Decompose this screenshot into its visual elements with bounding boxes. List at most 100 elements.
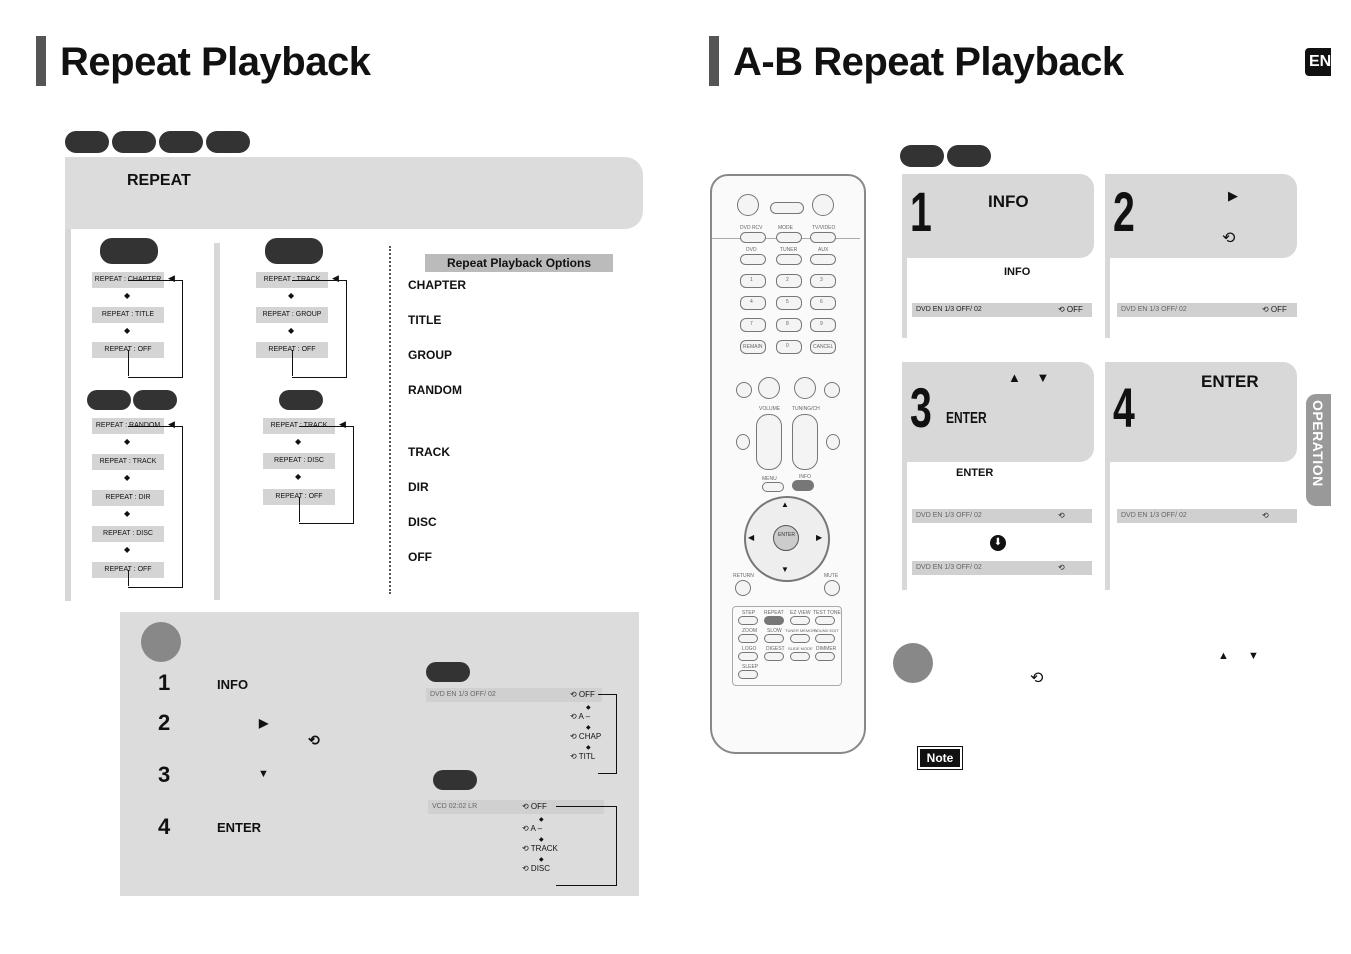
osd-bar: DVD EN 1/3 OFF/ 02: [912, 509, 1092, 523]
card-rail: [902, 258, 907, 338]
down-arrow-icon: ◆: [586, 705, 591, 711]
dimmer-button[interactable]: [815, 652, 835, 661]
steps-panel: [120, 612, 639, 896]
slow-button[interactable]: [764, 634, 784, 643]
repeat-button[interactable]: [764, 616, 784, 625]
skip-forward-button[interactable]: [824, 382, 840, 398]
digit-button[interactable]: 5: [776, 296, 802, 310]
mode-button[interactable]: [776, 232, 802, 243]
step-button[interactable]: [738, 616, 758, 625]
digest-button[interactable]: [764, 652, 784, 661]
power-button[interactable]: [737, 194, 759, 216]
tv-dvd-switch[interactable]: [770, 202, 804, 214]
dvd-receiver-button[interactable]: [740, 232, 766, 243]
step-number: 4: [158, 814, 171, 839]
volume-rocker[interactable]: [756, 414, 782, 470]
play-arrow-icon: ▶: [1228, 188, 1238, 203]
pl2-mode-button[interactable]: [736, 434, 750, 450]
chain-box: REPEAT : TITLE: [92, 307, 164, 323]
mute-button[interactable]: [824, 580, 840, 596]
remote-label: TV/VIDEO: [812, 225, 836, 231]
digit-button[interactable]: 2: [776, 274, 802, 288]
column-divider: [65, 229, 71, 601]
loop-arrow-icon: ◀: [332, 273, 339, 283]
digit-button[interactable]: 4: [740, 296, 766, 310]
sleep-button[interactable]: [738, 670, 758, 679]
osd-bar: DVD EN 1/3 OFF/ 02: [1117, 303, 1297, 317]
digit-button[interactable]: 1: [740, 274, 766, 288]
remote-label: TEST TONE: [813, 610, 841, 616]
info-button[interactable]: [792, 480, 814, 491]
digit-button[interactable]: 6: [810, 296, 836, 310]
zoom-button[interactable]: [738, 634, 758, 643]
digit-button[interactable]: 9: [810, 318, 836, 332]
up-down-arrows-icon: ▲ ▼: [1218, 650, 1267, 662]
test-tone-button[interactable]: [815, 616, 835, 625]
step-card: [1105, 174, 1297, 258]
disc-type-pill: [947, 145, 991, 167]
play-arrow-icon: ▶: [259, 716, 269, 730]
language-tab: ENG: [1305, 48, 1331, 76]
card-rail: [1105, 462, 1110, 590]
repeat-icon: ⟲: [1030, 670, 1044, 687]
left-arrow-icon[interactable]: ◀: [748, 533, 755, 542]
return-button[interactable]: [735, 580, 751, 596]
tuner-memory-button[interactable]: [790, 634, 810, 643]
remote-label: SLOW: [767, 628, 782, 634]
step-label: INFO: [217, 677, 249, 692]
play-pause-button[interactable]: [794, 377, 816, 399]
osd-repeat-state: ⟲ OFF: [570, 690, 595, 699]
chain-box: REPEAT : GROUP: [256, 307, 328, 323]
down-arrow-icon[interactable]: ▼: [781, 565, 789, 574]
up-arrow-icon[interactable]: ▲: [781, 500, 789, 509]
osd-repeat-state: ⟲ OFF: [522, 802, 547, 811]
down-arrow-icon: ◆: [124, 437, 131, 446]
repeat-instruction-panel: [65, 157, 643, 229]
aux-button[interactable]: [810, 254, 836, 265]
step-number: 1: [158, 670, 171, 695]
mp3-pill: [87, 390, 131, 410]
osd-repeat-state: ⟲ TITL: [570, 752, 596, 761]
option-label: DIR: [408, 480, 429, 494]
tv-video-button[interactable]: [810, 232, 836, 243]
open-close-button[interactable]: [812, 194, 834, 216]
digit-button[interactable]: 3: [810, 274, 836, 288]
remote-label: SOUND EDIT: [814, 628, 839, 633]
dvd-source-button[interactable]: [740, 254, 766, 265]
pl2-effect-button[interactable]: [826, 434, 840, 450]
enter-button[interactable]: [773, 525, 799, 551]
tuning-rocker[interactable]: [792, 414, 818, 470]
osd-repeat-state: ⟲ A –: [570, 712, 591, 721]
title-accent-bar: [709, 36, 719, 86]
digit-button[interactable]: 7: [740, 318, 766, 332]
ez-view-button[interactable]: [790, 616, 810, 625]
osd-repeat-state: ⟲ TRACK: [522, 844, 558, 853]
logo-button[interactable]: [738, 652, 758, 661]
stop-button[interactable]: [758, 377, 780, 399]
repeat-icon: ⟲: [308, 732, 320, 748]
chain-box: REPEAT : DISC: [263, 453, 335, 469]
osd-bar: DVD EN 1/3 OFF/ 02: [912, 561, 1092, 575]
remote-label: TUNER: [780, 247, 798, 253]
sound-edit-button[interactable]: [815, 634, 835, 643]
osd-bar: DVD EN 1/3 OFF/ 02: [1117, 509, 1297, 523]
step-number: 2: [158, 710, 171, 735]
chain-box: REPEAT : TRACK: [92, 454, 164, 470]
loop-arrow-icon: ◀: [168, 273, 175, 283]
osd-repeat-state: ⟲ DISC: [522, 864, 551, 873]
slide-mode-button[interactable]: [790, 652, 810, 661]
remote-control: [710, 174, 866, 754]
repeat-icon: ⟲: [1058, 511, 1065, 520]
osd-bar: DVD EN 1/3 OFF/ 02: [426, 688, 602, 702]
remote-label: LOGO: [742, 646, 757, 652]
right-arrow-icon[interactable]: ▶: [816, 533, 823, 542]
cancel-button[interactable]: CANCEL: [810, 340, 836, 354]
digit-button[interactable]: 8: [776, 318, 802, 332]
remain-button[interactable]: REMAIN: [740, 340, 766, 354]
remote-label: SLEEP: [742, 664, 759, 670]
skip-back-button[interactable]: [736, 382, 752, 398]
menu-button[interactable]: [762, 482, 784, 492]
digit-button[interactable]: 0: [776, 340, 802, 354]
tuner-button[interactable]: [776, 254, 802, 265]
step-number: 3: [910, 376, 932, 439]
